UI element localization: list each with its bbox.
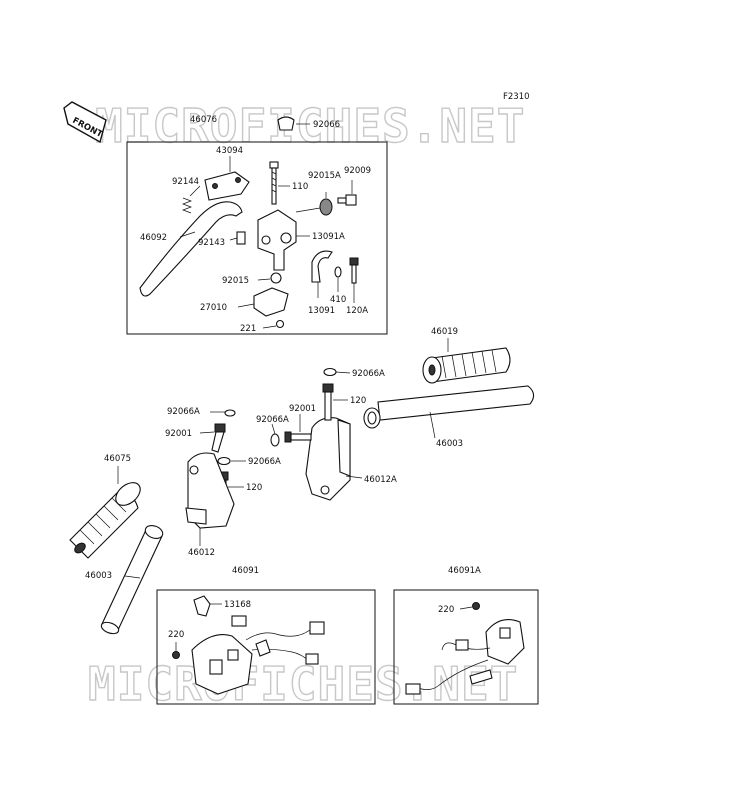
switch-box-right — [393, 589, 539, 705]
label-410: 410 — [330, 295, 346, 305]
part-92066A-washer-left2 — [217, 456, 246, 466]
label-92066A-right: 92066A — [352, 369, 385, 379]
label-92066A-mid: 92066A — [256, 415, 289, 425]
label-92001-left: 92001 — [165, 429, 192, 439]
part-92066-cap — [277, 116, 310, 131]
front-arrow-icon: FRONT — [63, 101, 107, 144]
part-220-screw-right — [459, 602, 480, 610]
label-120-left: 120 — [246, 483, 262, 493]
part-92066A-washer-right — [323, 367, 351, 377]
part-110-bolt — [269, 161, 290, 205]
label-46012A: 46012A — [364, 475, 397, 485]
part-410-washer — [334, 266, 342, 292]
label-46091: 46091 — [232, 566, 259, 576]
label-220-right: 220 — [438, 605, 454, 615]
label-46003-left: 46003 — [85, 571, 112, 581]
label-46091A: 46091A — [448, 566, 481, 576]
part-13091-clamp — [311, 250, 333, 298]
watermark-bottom: MICROFICHES.NET — [88, 657, 518, 711]
part-92144-spring — [182, 185, 201, 214]
watermark-top: MICROFICHES.NET — [95, 99, 525, 153]
label-92066A-left: 92066A — [167, 407, 200, 417]
part-46091-switch-housing — [191, 615, 325, 695]
label-92001-right: 92001 — [289, 404, 316, 414]
label-92066A-left2: 92066A — [248, 457, 281, 467]
label-46012: 46012 — [188, 548, 215, 558]
part-92001-screw-right — [284, 414, 312, 443]
label-46075: 46075 — [104, 454, 131, 464]
part-92015A-nut — [319, 192, 333, 216]
label-221: 221 — [240, 324, 256, 334]
part-46012A-housing — [305, 417, 363, 501]
label-120-right: 120 — [350, 396, 366, 406]
part-92143-collar — [229, 231, 246, 245]
part-92001-screw-left — [199, 423, 226, 453]
label-92015A: 92015A — [308, 171, 341, 181]
part-13168-clip — [193, 595, 222, 617]
label-43094: 43094 — [216, 146, 243, 156]
part-46092-lever — [139, 201, 243, 297]
label-46003-right: 46003 — [436, 439, 463, 449]
label-46019: 46019 — [431, 327, 458, 337]
figure-code: F2310 — [503, 92, 530, 102]
part-46075-grip — [69, 466, 141, 559]
lever-assembly-box — [126, 141, 388, 335]
part-27010-switch — [237, 287, 289, 317]
part-92066A-washer-left — [210, 409, 236, 417]
label-120A: 120A — [346, 306, 368, 316]
label-92143: 92143 — [198, 238, 225, 248]
label-92066: 92066 — [313, 120, 340, 130]
label-92144: 92144 — [172, 177, 199, 187]
label-220-left: 220 — [168, 630, 184, 640]
part-92066A-washer-mid — [270, 423, 280, 447]
part-220-screw-left — [172, 642, 180, 659]
part-92009-screw — [337, 180, 357, 206]
part-221-screw — [262, 319, 285, 329]
label-110: 110 — [292, 182, 308, 192]
switch-box-left — [156, 589, 376, 705]
part-46019-grip — [422, 338, 511, 384]
label-27010: 27010 — [200, 303, 227, 313]
part-120A-bolt — [349, 257, 359, 303]
part-43094-cover — [204, 156, 250, 201]
label-13091: 13091 — [308, 306, 335, 316]
part-46091A-switch-housing — [405, 619, 525, 695]
part-46003-throttle-tube-right — [363, 385, 535, 439]
label-13168: 13168 — [224, 600, 251, 610]
label-92009: 92009 — [344, 166, 371, 176]
part-92015-nut — [257, 272, 282, 284]
part-46012-housing — [185, 452, 235, 546]
part-46003-throttle-tube-left — [100, 525, 164, 635]
label-13091A: 13091A — [312, 232, 345, 242]
part-13091A-holder — [257, 207, 321, 271]
label-92015: 92015 — [222, 276, 249, 286]
label-46076: 46076 — [190, 115, 217, 125]
part-120-bolt-right — [322, 383, 348, 421]
label-46092: 46092 — [140, 233, 167, 243]
